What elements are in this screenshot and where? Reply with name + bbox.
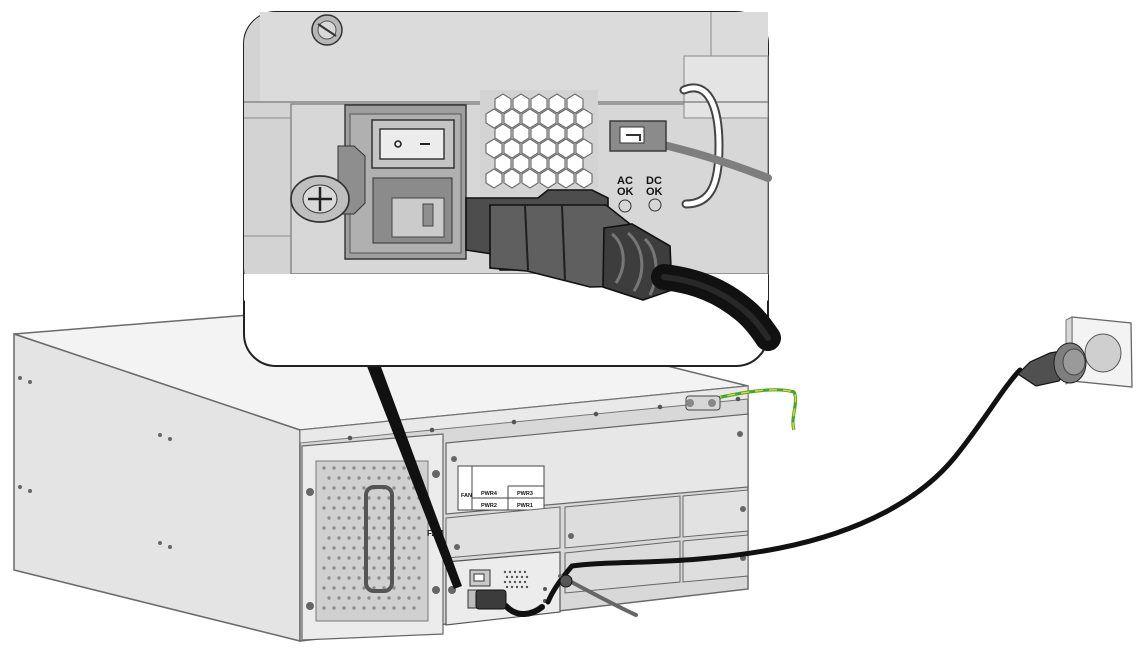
ac-ok-led: [618, 199, 632, 213]
power-supply-module: [445, 551, 561, 626]
dc-ok-led: [648, 198, 662, 212]
power-off-icon: [394, 140, 402, 148]
chassis: FAN PWR4 PWR3 PWR2 PWR1: [13, 301, 749, 642]
ground-wire: [685, 388, 798, 431]
mounting-screw-icon: [290, 175, 350, 223]
ventilation-grille: [480, 90, 598, 198]
ac-ok-label-line2: OK: [617, 186, 634, 198]
fan-handle: [364, 485, 394, 593]
fan-grille: [315, 460, 429, 622]
dc-ok-label-line2: OK: [646, 186, 663, 198]
top-screw-icon: [311, 14, 343, 46]
side-holes: [18, 376, 172, 549]
callout-pointer: [363, 356, 462, 589]
pwr3-label: PWR3: [517, 491, 533, 497]
dc-ok-label-line1: DC: [646, 175, 662, 187]
callout-inset: AC OK DC OK: [243, 11, 781, 367]
socket-plug: [1017, 342, 1087, 387]
ac-ok-label-line1: AC: [617, 175, 633, 187]
small-plug: [475, 589, 507, 610]
cable-to-outlet: [545, 367, 1023, 605]
pwr1-label: PWR1: [517, 503, 533, 509]
rocker-face: [379, 128, 445, 160]
power-cable: [475, 367, 1023, 617]
pwr2-label: PWR2: [481, 503, 497, 509]
inset-power-cord: [651, 264, 781, 351]
power-plug-icon: [465, 189, 673, 301]
pwr4-label: PWR4: [481, 491, 498, 497]
fan-label: FAN: [461, 493, 472, 499]
